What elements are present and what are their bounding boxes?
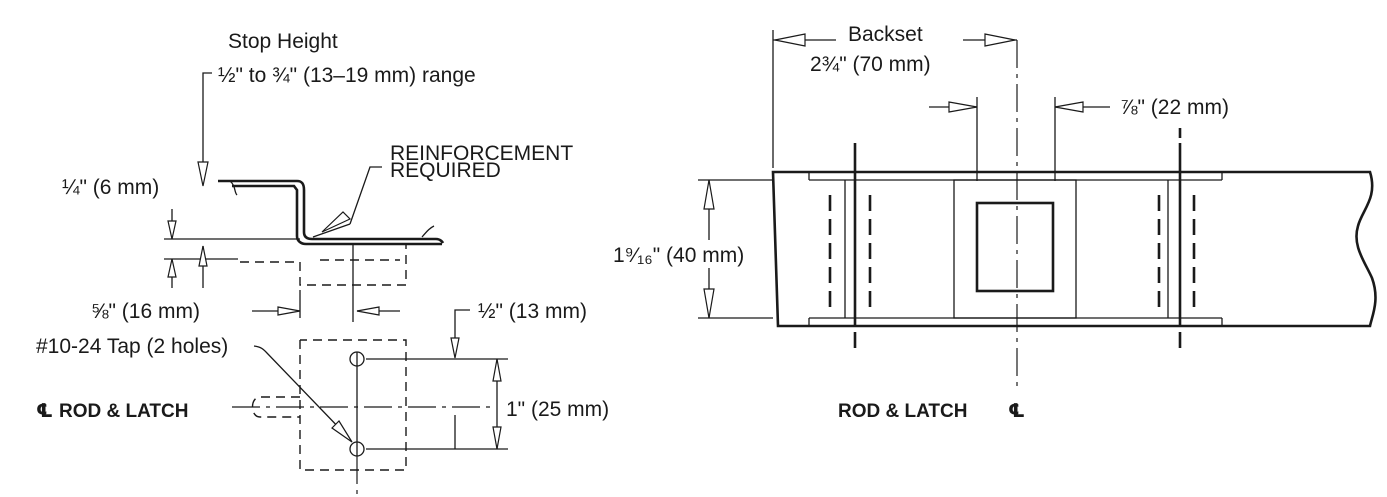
stop-height-arrow-up (198, 245, 208, 267)
dim-half-inch-label: ½" (13 mm) (478, 300, 587, 323)
stop-height-leader (202, 72, 212, 176)
dim-one-inch-label: 1" (25 mm) (506, 398, 609, 421)
backset-title: Backset (848, 23, 923, 46)
strike-frame (953, 179, 1077, 319)
centerline-symbol-right: ℄ (1008, 401, 1025, 422)
rod-latch-label-left: ROD & LATCH (59, 401, 188, 422)
one-inch-arrow-top (492, 358, 502, 382)
reinforcement-leader-tail (312, 223, 351, 238)
five-eighths-arrow (277, 306, 301, 316)
rod-hidden-outline (251, 396, 300, 418)
tap-holes-label: #10-24 Tap (2 holes) (36, 335, 228, 358)
reinforcement-label-line2: REQUIRED (390, 159, 501, 182)
height-arrow-bottom (703, 288, 715, 319)
dim-quarter-inch-label: ¼" (6 mm) (62, 176, 159, 199)
dim-seven-eighths-label: ⅞" (22 mm) (1120, 96, 1229, 119)
quarter-arrow-up (167, 258, 177, 278)
backset-arrow-right (984, 33, 1016, 47)
half-inch-leader (454, 309, 470, 348)
right-plan-view: Backset 2¾" (70 mm) ⅞" (22 mm) (606, 23, 1377, 422)
channel-outline (771, 170, 1377, 328)
backset-value: 2¾" (70 mm) (810, 53, 931, 76)
tap-leader (253, 345, 346, 435)
stop-height-title: Stop Height (228, 30, 338, 53)
reinforcement-leader (349, 166, 382, 225)
centerline-symbol-left: ℄ (36, 401, 53, 422)
strike-opening (975, 201, 1055, 293)
stop-profile-end-break (421, 225, 435, 238)
left-section-view: Stop Height ½" to ¾" (13–19 mm) range RE… (36, 30, 609, 494)
dim-five-eighths-label: ⅝" (16 mm) (91, 300, 200, 323)
stop-height-arrowhead (197, 161, 209, 187)
tap-leader-arrow (331, 420, 353, 443)
reinforcement-label-line1: REINFORCEMENT (390, 142, 573, 165)
stop-profile-break (229, 180, 238, 196)
half-inch-leader-arrow (450, 337, 460, 359)
height-label-bg (606, 240, 766, 268)
height-arrow-top (703, 179, 715, 210)
seven-eighths-arrow-right (1054, 101, 1084, 113)
seven-eighths-arrow-left (948, 101, 978, 113)
backset-arrow-left (774, 33, 806, 47)
rod-latch-label-right: ROD & LATCH (838, 401, 967, 422)
half-inch-arrow (356, 306, 380, 316)
hidden-lines-upper (240, 244, 407, 286)
one-inch-arrow-bottom (492, 426, 502, 450)
dim-height-label: 1⁹⁄₁₆" (40 mm) (613, 244, 744, 267)
stop-profile-outer (218, 179, 445, 244)
quarter-arrow-down (167, 220, 177, 240)
stop-height-range-label: ½" to ¾" (13–19 mm) range (218, 64, 476, 87)
reinforcement-arrowhead (321, 211, 352, 233)
stop-profile-inner (232, 184, 442, 246)
